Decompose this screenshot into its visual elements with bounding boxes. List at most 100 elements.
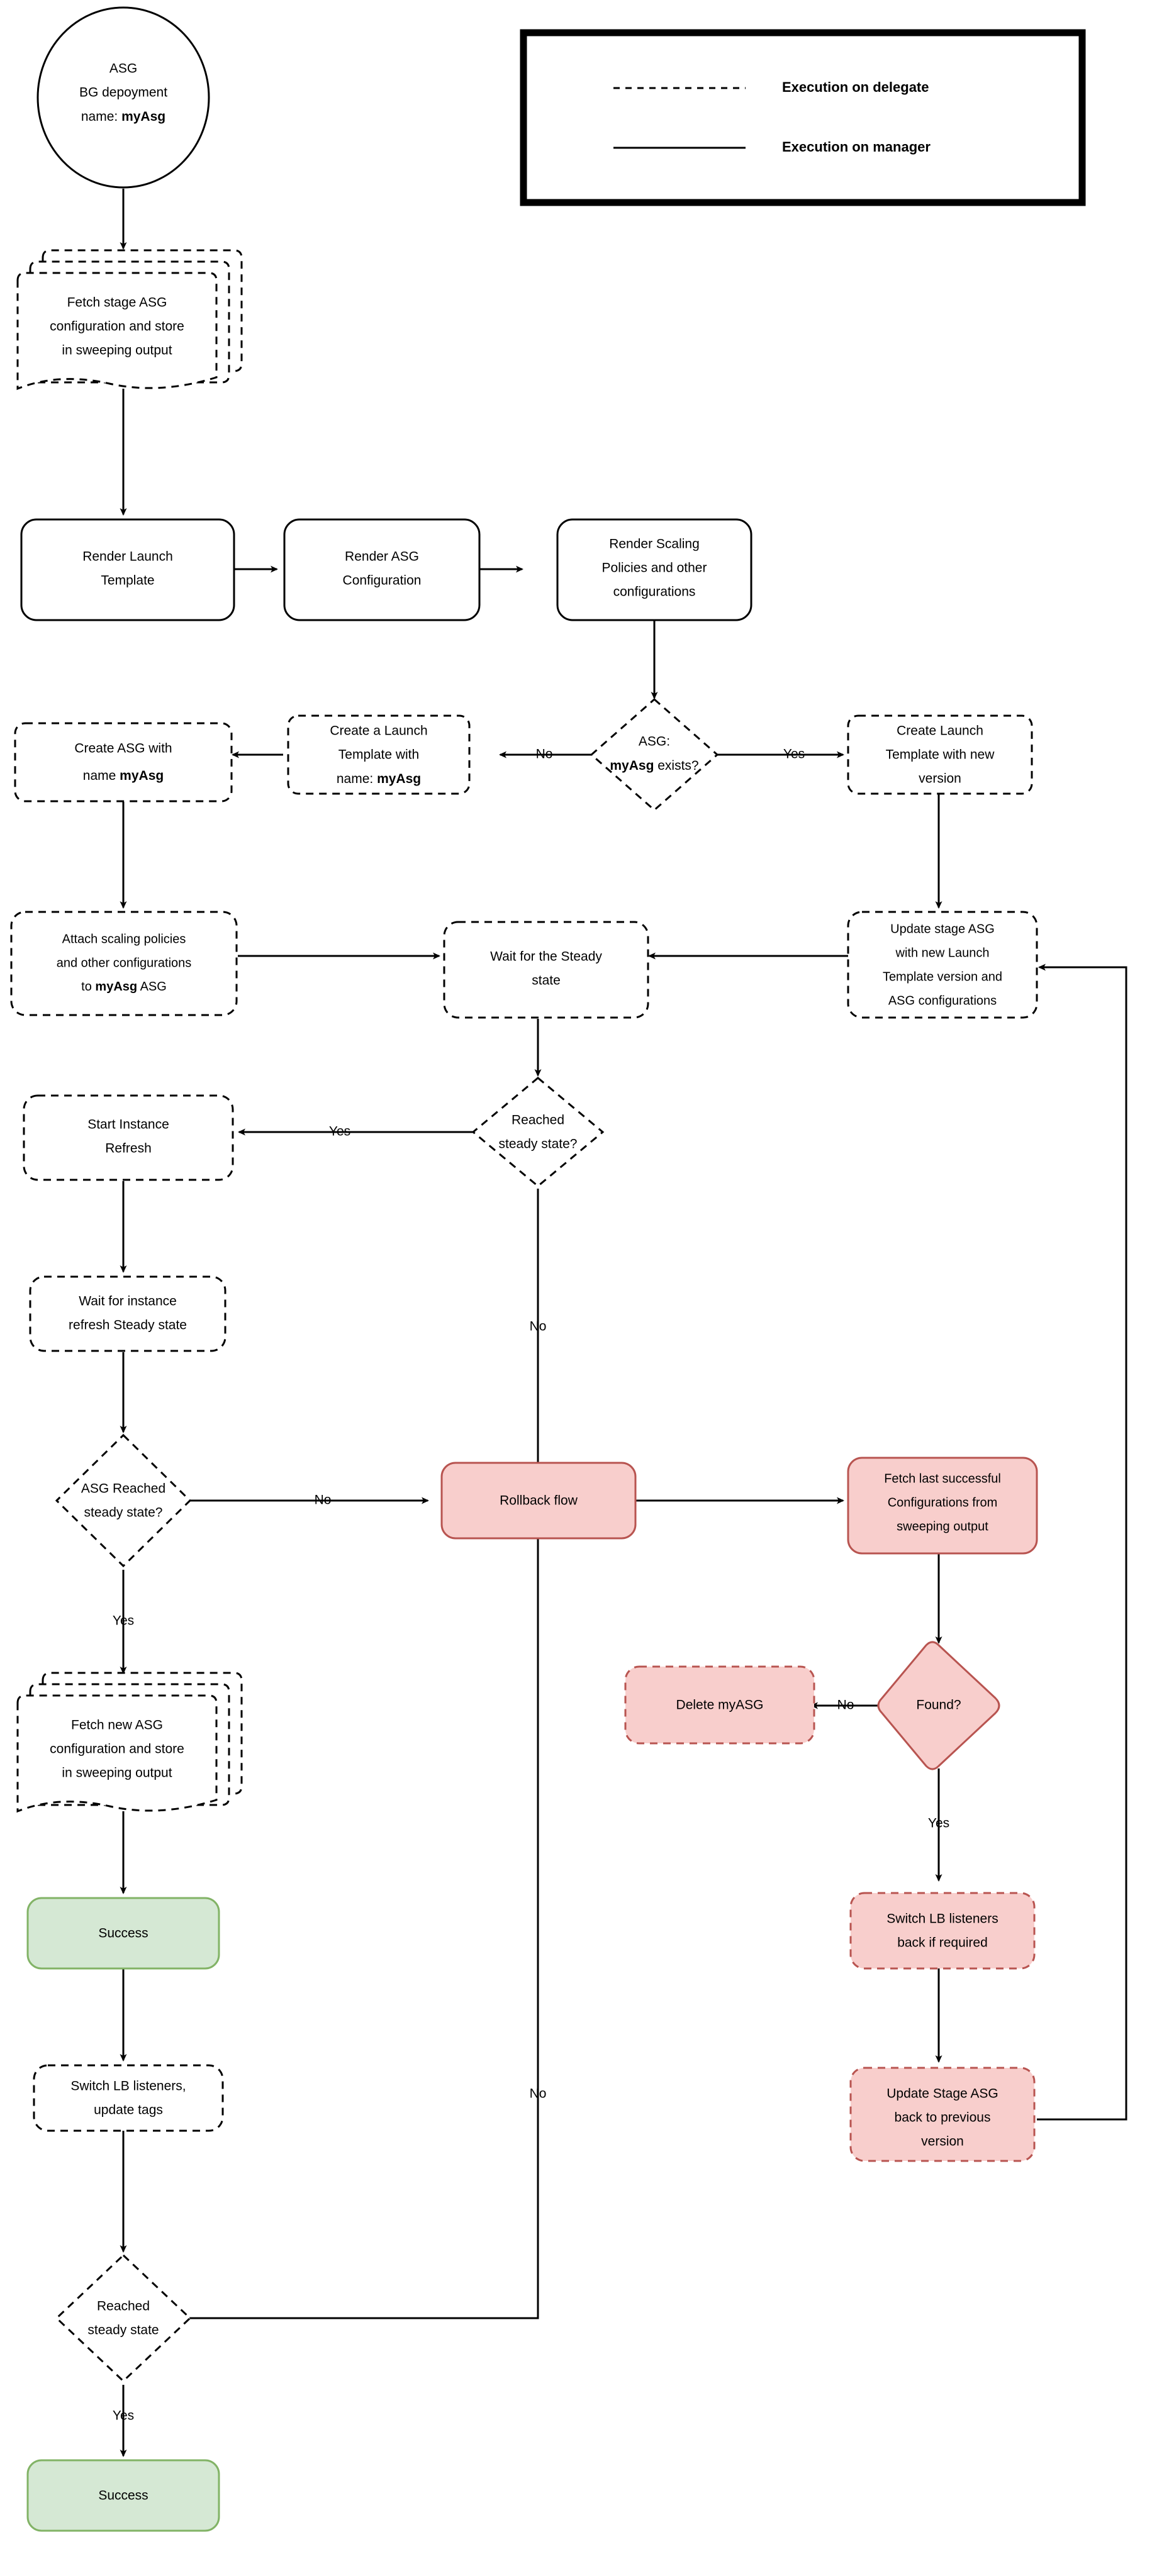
node-create-lt-myasg-line1: Create a Launch xyxy=(330,724,427,738)
edge-label-yes-final: Yes xyxy=(113,2409,134,2423)
node-start-line3: name: myAsg xyxy=(81,109,165,124)
node-final-q-line2: steady state xyxy=(87,2323,159,2338)
node-wait-steady-line2: state xyxy=(532,974,561,988)
node-update-stage-line2: with new Launch xyxy=(895,946,990,960)
edge-label-no-asg-reached: No xyxy=(315,1493,332,1507)
node-create-lt-new-line2: Template with new xyxy=(886,748,995,762)
node-create-launch-template-myasg[interactable]: Create a Launch Template with name: myAs… xyxy=(287,714,471,795)
node-asg-reached-steady-decision[interactable]: ASG Reached steady state? xyxy=(55,1433,192,1568)
node-render-asg-configuration[interactable]: Render ASG Configuration xyxy=(283,518,481,621)
node-reached-q-line1: Reached xyxy=(512,1113,564,1128)
node-create-lt-new-line3: version xyxy=(919,772,961,786)
node-fetch-last-successful[interactable]: Fetch last successful Configurations fro… xyxy=(847,1457,1038,1555)
node-update-stage-asg[interactable]: Update stage ASG with new Launch Templat… xyxy=(847,911,1038,1019)
node-create-launch-template-new-version[interactable]: Create Launch Template with new version xyxy=(847,714,1033,795)
node-attach-scaling-line3: to myAsg ASG xyxy=(81,980,167,994)
node-render-asg-line1: Render ASG xyxy=(345,550,419,564)
node-attach-scaling-policies[interactable]: Attach scaling policies and other config… xyxy=(10,911,238,1016)
node-start-refresh-line2: Refresh xyxy=(105,1141,152,1156)
node-final-q-line1: Reached xyxy=(97,2299,150,2314)
node-create-lt-myasg-line2: Template with xyxy=(338,748,419,762)
edge-label-no-found: No xyxy=(837,1698,854,1713)
node-update-back-line2: back to previous xyxy=(895,2111,991,2125)
node-switch-lb-back-line1: Switch LB listeners xyxy=(886,1912,998,1926)
node-wait-instance-refresh-steady[interactable]: Wait for instance refresh Steady state xyxy=(29,1275,226,1352)
node-fetch-last-line3: sweeping output xyxy=(897,1519,988,1533)
node-start-refresh-line1: Start Instance xyxy=(87,1118,169,1132)
node-update-back-line3: version xyxy=(921,2135,964,2149)
node-fetch-last-line2: Configurations from xyxy=(888,1496,998,1509)
edge-label-no-asg-exists: No xyxy=(536,747,553,762)
edge-label-yes-asg-exists: Yes xyxy=(783,747,805,762)
node-switch-lb-back[interactable]: Switch LB listeners back if required xyxy=(849,1892,1036,1970)
node-found-label: Found? xyxy=(916,1698,961,1713)
node-fetch-stage-line1: Fetch stage ASG xyxy=(67,296,167,310)
node-render-scaling-line2: Policies and other xyxy=(602,561,707,575)
node-create-asg-myasg[interactable]: Create ASG with name myAsg xyxy=(14,722,233,802)
node-wait-refresh-line1: Wait for instance xyxy=(79,1294,177,1309)
node-update-stage-line4: ASG configurations xyxy=(888,994,997,1008)
legend-label-manager: Execution on manager xyxy=(782,139,931,155)
edge-update-back-to-update-stage-loop xyxy=(1037,963,1127,2121)
node-start-line2: BG depoyment xyxy=(79,86,167,100)
node-success-2-label: Success xyxy=(98,2489,148,2503)
node-delete-myasg-label: Delete myASG xyxy=(676,1698,764,1713)
node-reached-steady-state-decision[interactable]: Reached steady state? xyxy=(471,1077,605,1187)
edge-label-yes-reached-steady: Yes xyxy=(329,1124,350,1139)
edge-label-yes-asg-reached: Yes xyxy=(113,1614,134,1628)
node-render-scaling-policies[interactable]: Render Scaling Policies and other config… xyxy=(556,518,752,621)
node-update-stage-line3: Template version and xyxy=(883,970,1002,984)
node-fetch-stage-line3: in sweeping output xyxy=(62,343,172,358)
node-render-scaling-line1: Render Scaling xyxy=(609,537,700,552)
node-update-stage-asg-back[interactable]: Update Stage ASG back to previous versio… xyxy=(849,2067,1036,2162)
node-fetch-last-line1: Fetch last successful xyxy=(884,1472,1001,1485)
node-update-stage-line1: Update stage ASG xyxy=(890,922,995,936)
edge-label-no-reached-steady: No xyxy=(530,1319,547,1334)
node-fetch-stage-line2: configuration and store xyxy=(50,319,184,334)
node-asg-reached-q-line2: steady state? xyxy=(84,1506,163,1520)
node-render-scaling-line3: configurations xyxy=(613,585,696,599)
node-update-back-line1: Update Stage ASG xyxy=(886,2087,998,2101)
node-switch-lb-update-tags[interactable]: Switch LB listeners, update tags xyxy=(33,2064,224,2132)
node-wait-steady-line1: Wait for the Steady xyxy=(490,950,602,964)
node-switch-lb-line1: Switch LB listeners, xyxy=(70,2079,186,2094)
node-asg-exists-decision[interactable]: ASG: myAsg exists? xyxy=(590,698,719,811)
node-create-lt-myasg-line3: name: myAsg xyxy=(337,772,421,786)
node-start[interactable]: ASG BG depoyment name: myAsg xyxy=(36,6,210,189)
node-switch-lb-line2: update tags xyxy=(94,2103,163,2118)
node-attach-scaling-line2: and other configurations xyxy=(57,956,192,970)
edge-label-no-final: No xyxy=(530,2087,547,2101)
node-fetch-new-asg-line3: in sweeping output xyxy=(62,1766,172,1780)
node-switch-lb-back-line2: back if required xyxy=(897,1936,988,1950)
node-delete-myasg[interactable]: Delete myASG xyxy=(624,1665,815,1745)
edge-label-yes-found: Yes xyxy=(928,1816,949,1831)
node-render-asg-line2: Configuration xyxy=(343,574,422,588)
node-render-launch-template[interactable]: Render Launch Template xyxy=(20,518,235,621)
node-asg-exists-line1: ASG: xyxy=(639,735,670,749)
node-create-asg-line1: Create ASG with xyxy=(74,741,172,756)
node-render-launch-line1: Render Launch xyxy=(82,550,173,564)
node-fetch-new-asg-line2: configuration and store xyxy=(50,1742,184,1757)
node-success-1-label: Success xyxy=(98,1926,148,1941)
node-fetch-stage-asg[interactable]: Fetch stage ASG configuration and store … xyxy=(16,249,243,391)
node-success-1[interactable]: Success xyxy=(26,1897,220,1970)
legend-label-delegate: Execution on delegate xyxy=(782,79,929,95)
node-create-lt-new-line1: Create Launch xyxy=(897,724,983,738)
node-rollback-flow-label: Rollback flow xyxy=(500,1494,578,1508)
node-reached-steady-state-final[interactable]: Reached steady state xyxy=(55,2253,192,2383)
node-reached-q-line2: steady state? xyxy=(499,1137,578,1152)
edge-final-q-no xyxy=(189,1521,542,2319)
node-attach-scaling-line1: Attach scaling policies xyxy=(62,932,186,946)
node-start-instance-refresh[interactable]: Start Instance Refresh xyxy=(23,1094,234,1181)
node-fetch-new-asg-config[interactable]: Fetch new ASG configuration and store in… xyxy=(16,1672,243,1813)
node-found-decision[interactable]: Found? xyxy=(877,1641,1000,1770)
node-wait-refresh-line2: refresh Steady state xyxy=(69,1318,187,1333)
node-success-2[interactable]: Success xyxy=(26,2459,220,2532)
node-wait-for-steady-state[interactable]: Wait for the Steady state xyxy=(443,921,649,1019)
node-fetch-new-asg-line1: Fetch new ASG xyxy=(71,1718,163,1733)
node-rollback-flow[interactable]: Rollback flow xyxy=(440,1462,637,1540)
node-asg-reached-q-line1: ASG Reached xyxy=(81,1482,165,1496)
legend: Execution on delegate Execution on manag… xyxy=(520,29,1086,206)
